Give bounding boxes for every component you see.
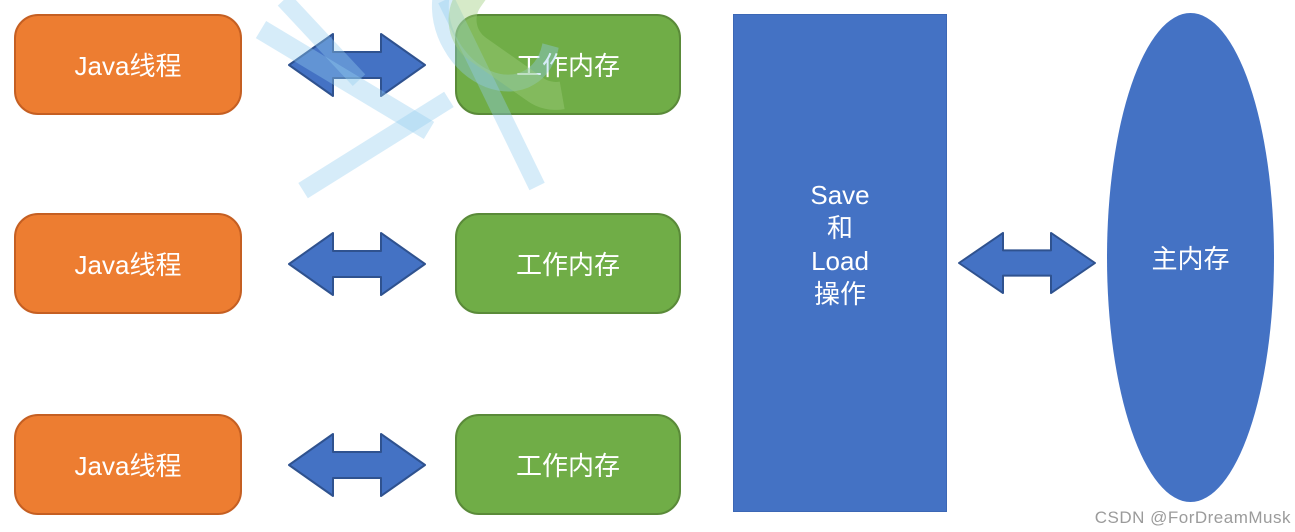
working-memory-box-3: 工作内存 (455, 414, 681, 515)
working-memory-label: 工作内存 (515, 51, 620, 81)
csdn-watermark-text: CSDN @ForDreamMusk (1094, 508, 1291, 527)
working-memory-label: 工作内存 (515, 250, 620, 280)
java-thread-label: Java线程 (74, 51, 182, 81)
working-memory-box-1: 工作内存 (455, 14, 681, 115)
double-arrow-icon (958, 231, 1096, 295)
java-thread-box-3: Java线程 (14, 414, 242, 515)
save-load-label: Save 和 Load 操作 (810, 180, 870, 309)
java-thread-box-2: Java线程 (14, 213, 242, 314)
double-arrow-icon (288, 33, 426, 97)
java-thread-box-1: Java线程 (14, 14, 242, 115)
save-load-operations-box: Save 和 Load 操作 (733, 14, 947, 512)
main-memory-ellipse: 主内存 (1107, 13, 1274, 502)
working-memory-label: 工作内存 (515, 451, 620, 481)
main-memory-label: 主内存 (1151, 244, 1230, 274)
working-memory-box-2: 工作内存 (455, 213, 681, 314)
logo-watermark-stroke (298, 91, 454, 199)
double-arrow-icon (288, 232, 426, 296)
java-thread-label: Java线程 (74, 451, 182, 481)
java-thread-label: Java线程 (74, 250, 182, 280)
double-arrow-icon (288, 433, 426, 497)
